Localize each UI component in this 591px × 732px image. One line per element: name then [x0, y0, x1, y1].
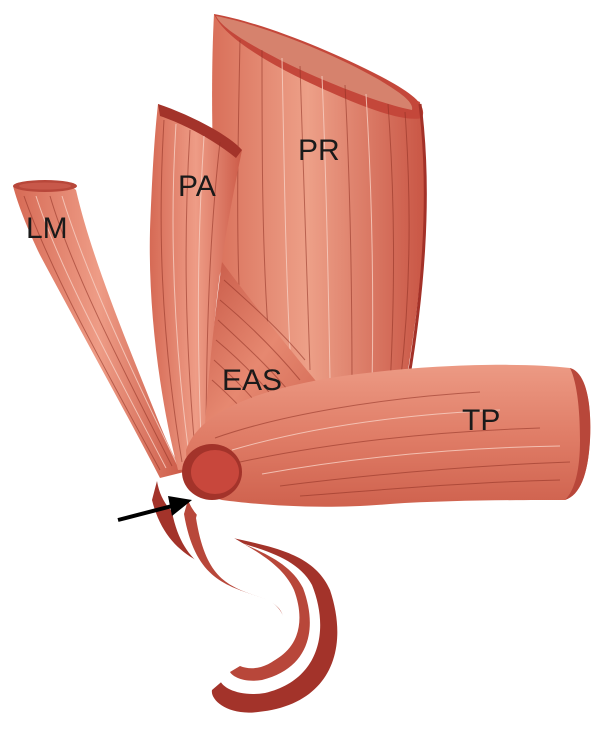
label-pr: PR — [298, 134, 340, 167]
label-pa: PA — [178, 170, 216, 203]
label-lm: LM — [26, 212, 68, 245]
label-eas: EAS — [222, 364, 282, 397]
lower-sling — [152, 481, 337, 713]
label-tp: TP — [462, 404, 500, 437]
